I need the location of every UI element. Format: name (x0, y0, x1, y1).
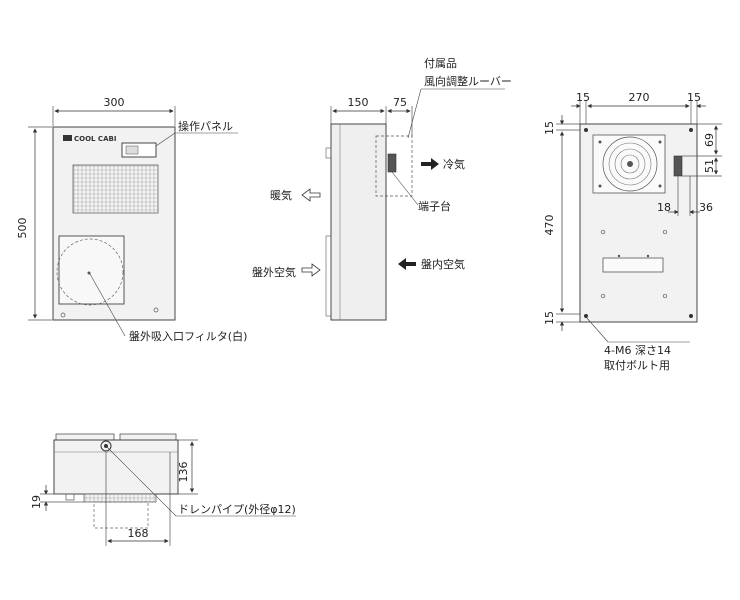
back-dim-270: 270 (629, 91, 650, 104)
bolt-hole-icon (689, 314, 693, 318)
back-plate (602, 257, 664, 273)
screw-icon (153, 307, 159, 313)
brand-logo: COOL CABI (74, 135, 116, 143)
back-dim-36: 36 (699, 201, 713, 214)
louver-outline (375, 135, 413, 197)
bottom-dim-136: 136 (177, 462, 190, 483)
panel-display (125, 145, 139, 155)
bottom-grille (83, 493, 157, 503)
fan-icon (602, 136, 658, 192)
intake-filter (58, 235, 125, 305)
warm-air-label: 暖気 (270, 188, 292, 202)
cold-air-label: 冷気 (443, 157, 465, 171)
panel-label: 操作パネル (178, 119, 233, 133)
bolt-size-label: 4-M6 深さ14 (604, 344, 671, 357)
back-dim-15-top: 15 (543, 121, 556, 135)
outside-air-label: 盤外空気 (252, 265, 296, 279)
bottom-dashed-outline (93, 501, 149, 529)
back-dim-15-right: 15 (687, 91, 701, 104)
exhaust-grille (72, 164, 159, 214)
inside-air-arrow-icon (398, 258, 416, 270)
bottom-dim-168: 168 (128, 527, 149, 540)
screw-icon (60, 312, 66, 318)
side-view: 150 75 端子台 付属品 風向調整ルーバー 冷気 暖気 盤外空気 盤内空気 (252, 57, 512, 321)
fan-outline (56, 238, 124, 306)
bottom-body (53, 439, 179, 495)
outside-air-arrow-icon (301, 263, 321, 277)
back-dim-15-left: 15 (576, 91, 590, 104)
bolt-hole-icon (689, 128, 693, 132)
brand-logo-icon (63, 135, 72, 141)
terminal-label: 端子台 (418, 199, 451, 213)
filter-label: 盤外吸入口フィルタ(白) (129, 329, 247, 343)
louver-label: 風向調整ルーバー (424, 74, 512, 88)
back-terminal-block (673, 155, 683, 177)
warm-air-arrow-icon (301, 188, 321, 202)
side-louver-dim: 75 (393, 96, 407, 109)
front-view: 300 500 COOL CABI 操作パネル 盤外吸入口フィルタ(白) (16, 96, 247, 343)
bolt-hole-icon (584, 314, 588, 318)
back-dim-18: 18 (657, 201, 671, 214)
front-height-dim: 500 (16, 218, 29, 239)
terminal-block (387, 153, 397, 173)
drain-pipe-icon (100, 440, 112, 452)
side-body (330, 123, 387, 321)
side-depth-dim: 150 (348, 96, 369, 109)
accessory-label: 付属品 (424, 57, 457, 70)
back-dim-51: 51 (703, 159, 716, 173)
back-dim-15-bottom: 15 (543, 311, 556, 325)
back-dim-69: 69 (703, 133, 716, 147)
bottom-view: 136 19 168 ドレンパイプ(外径φ12) (30, 433, 296, 546)
inside-air-label: 盤内空気 (421, 257, 465, 271)
bottom-dim-19: 19 (30, 495, 43, 509)
cold-air-arrow-icon (421, 158, 439, 170)
bolt-hole-icon (584, 128, 588, 132)
bolt-use-label: 取付ボルト用 (604, 359, 670, 372)
drain-label: ドレンパイプ(外径φ12) (178, 503, 296, 516)
back-dim-470: 470 (543, 215, 556, 236)
front-width-dim: 300 (104, 96, 125, 109)
back-view: 15 270 15 15 470 15 (543, 91, 722, 372)
